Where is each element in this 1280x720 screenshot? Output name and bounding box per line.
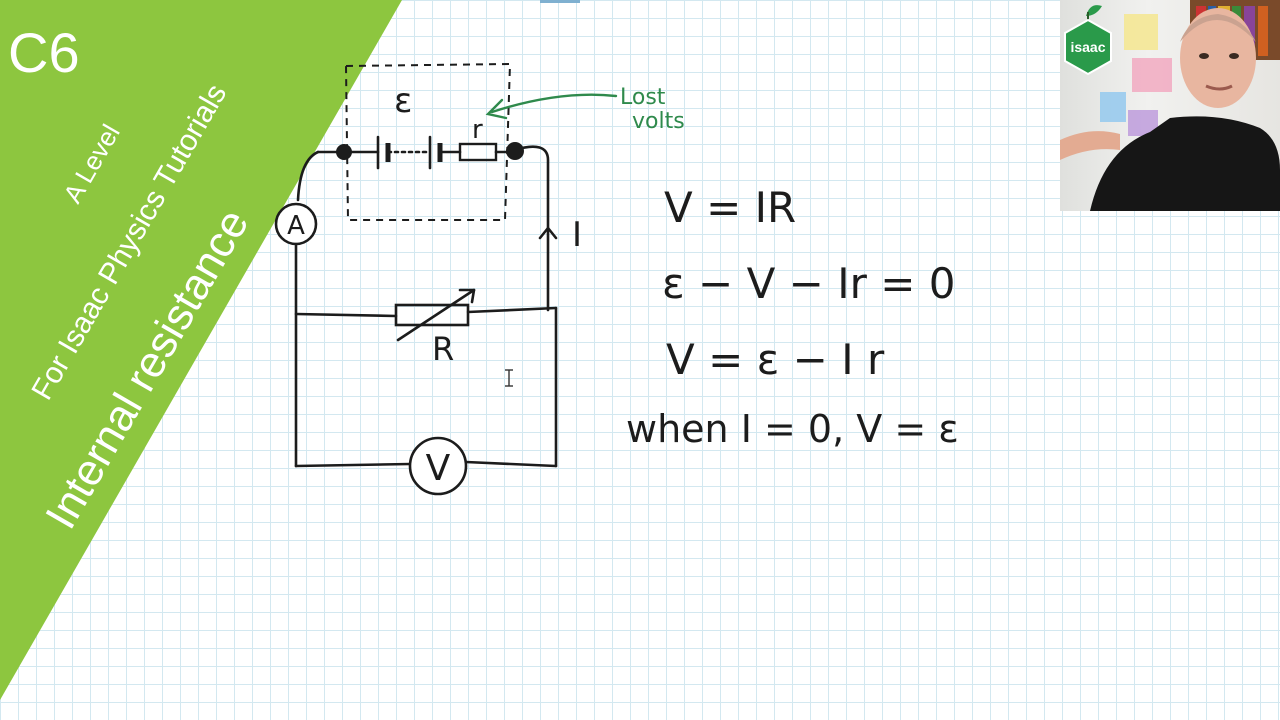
circuit-diagram: ε r A I R V — [274, 62, 582, 496]
logo-text: isaac — [1070, 39, 1105, 55]
webcam-overlay — [1060, 0, 1280, 211]
equation-open-circuit: when I = 0, V = ε — [626, 407, 959, 451]
wall-drawing — [1100, 92, 1126, 122]
cell-enclosure — [344, 62, 512, 221]
emf-label: ε — [394, 81, 412, 121]
wire-resistor-left — [294, 312, 398, 318]
wall-drawing — [1132, 58, 1172, 92]
voltmeter — [408, 436, 468, 496]
annotation-arrow-head — [485, 98, 508, 120]
equations: V = IR ε − V − Ir = 0 V = ε − I r when I… — [626, 183, 959, 451]
title-banner: C6 A Level For Isaac Physics Tutorials I… — [0, 0, 402, 700]
banner-code: C6 — [8, 21, 80, 84]
logo-hexagon — [1064, 18, 1112, 76]
wire-right-top — [512, 145, 550, 312]
equation-kirchhoff: ε − V − Ir = 0 — [662, 259, 956, 308]
terminal-left — [336, 144, 352, 160]
wall-drawing — [1124, 14, 1158, 50]
isaac-logo: isaac — [1062, 2, 1114, 78]
variable-resistor — [394, 303, 470, 327]
internal-resistance-label: r — [472, 115, 483, 145]
internal-resistor — [458, 142, 498, 162]
person-arm — [1060, 131, 1120, 160]
top-tab-marker — [540, 0, 580, 3]
wire-voltmeter-right — [464, 460, 558, 468]
equation-ohms-law: V = IR — [664, 183, 796, 232]
equation-terminal-voltage: V = ε − I r — [666, 335, 885, 384]
current-label: I — [572, 215, 582, 255]
current-arrow — [538, 226, 558, 240]
annotation-line-1: Lost — [620, 85, 666, 110]
variable-resistor-arrow-head — [458, 288, 476, 304]
annotation-arrow — [490, 93, 618, 114]
wire-left-upper — [296, 150, 320, 202]
annotation-line-2: volts — [632, 109, 685, 134]
person-head — [1180, 8, 1256, 108]
voltmeter-label: V — [426, 448, 451, 489]
lost-volts-annotation: Lost volts — [485, 85, 685, 134]
terminal-right — [506, 142, 524, 160]
person-body — [1090, 116, 1280, 211]
logo-leaf-icon — [1086, 5, 1102, 16]
text-cursor-icon — [505, 369, 513, 387]
ammeter-label: A — [287, 211, 305, 241]
variable-resistor-arrow-shaft — [396, 288, 476, 342]
wire-resistor-right — [466, 306, 558, 314]
wire-voltmeter-left — [294, 462, 412, 468]
resistor-label: R — [432, 330, 454, 368]
